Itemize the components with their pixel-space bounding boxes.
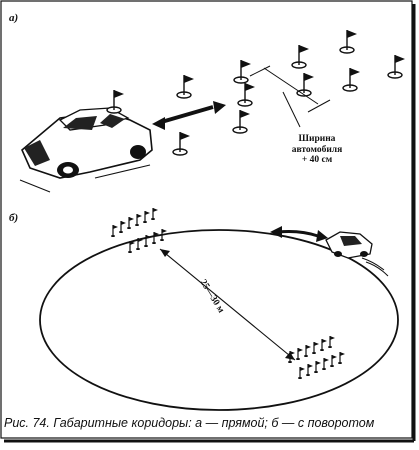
cone-flag [296,72,315,97]
cone-flag [106,89,125,114]
width-dimension [249,65,331,128]
width-note-line: Ширина [298,134,336,144]
panel-a-label: а) [9,12,19,24]
turning-oval [39,229,399,411]
figure-border [0,0,413,439]
panel-b-gate-bottom [287,335,346,380]
cone-flag [339,29,358,54]
panel-a-direction-arrow [152,101,226,130]
distance-line [159,248,296,361]
figure-caption: Рис. 74. Габаритные коридоры: а — прямой… [4,416,375,430]
width-note: Ширина автомобиля + 40 см [282,134,352,166]
cone-flag [291,44,310,69]
panel-a-flags [106,29,406,156]
panel-b-gate-top [110,207,168,254]
cone-flag [233,59,252,84]
cone-flag [342,67,361,92]
cone-flag [172,131,191,156]
panel-b-direction-arrow [270,226,328,242]
cone-flag [232,109,251,134]
width-note-line: + 40 см [301,155,333,165]
cone-flag [387,54,406,79]
panel-b-car [325,231,389,277]
cone-flag [237,82,256,107]
cone-flag [176,74,195,99]
panel-a-car [19,107,153,193]
panel-b-label: б) [9,212,19,224]
width-note-line: автомобиля [291,144,343,155]
